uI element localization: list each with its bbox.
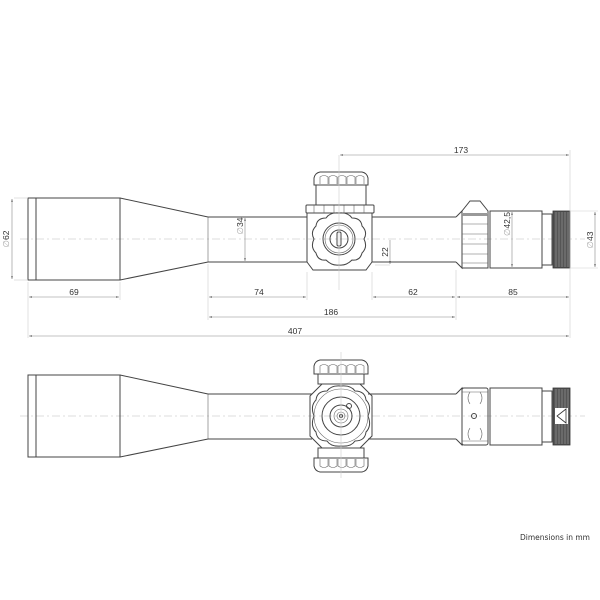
dim-eyepiece-diameter: ∅42,5 [502, 212, 512, 236]
dim-ocular-diameter: ∅43 [585, 231, 595, 248]
dim-overall-length: 407 [288, 326, 302, 336]
objective-bell [27, 374, 209, 458]
dimension-lines [11, 154, 596, 337]
bottom-view [20, 352, 585, 478]
elevation-turret [305, 155, 375, 290]
dim-tube-rear-length: 62 [408, 287, 418, 297]
triangle-marker-icon [556, 408, 567, 424]
dim-tube-diameter: ∅34 [235, 217, 245, 234]
dim-objective-length: 69 [69, 287, 79, 297]
main-tube [208, 216, 456, 263]
turret-assembly [309, 352, 373, 478]
top-view: ∅62 ∅34 22 ∅42,5 ∅43 69 74 62 85 186 407… [1, 145, 598, 338]
objective-bell [27, 197, 209, 281]
eyepiece [455, 386, 571, 447]
extension-lines [14, 150, 598, 338]
dim-tube-total-length: 186 [324, 307, 338, 317]
units-note: Dimensions in mm [520, 533, 590, 542]
eyepiece [455, 200, 571, 270]
dim-tube-front-length: 74 [254, 287, 264, 297]
dim-eyepiece-length: 85 [508, 287, 518, 297]
dim-objective-diameter: ∅62 [1, 230, 11, 247]
main-tube [208, 393, 456, 440]
dim-turret-offset: 22 [380, 247, 390, 257]
dim-turret-to-end-length: 173 [454, 145, 468, 155]
